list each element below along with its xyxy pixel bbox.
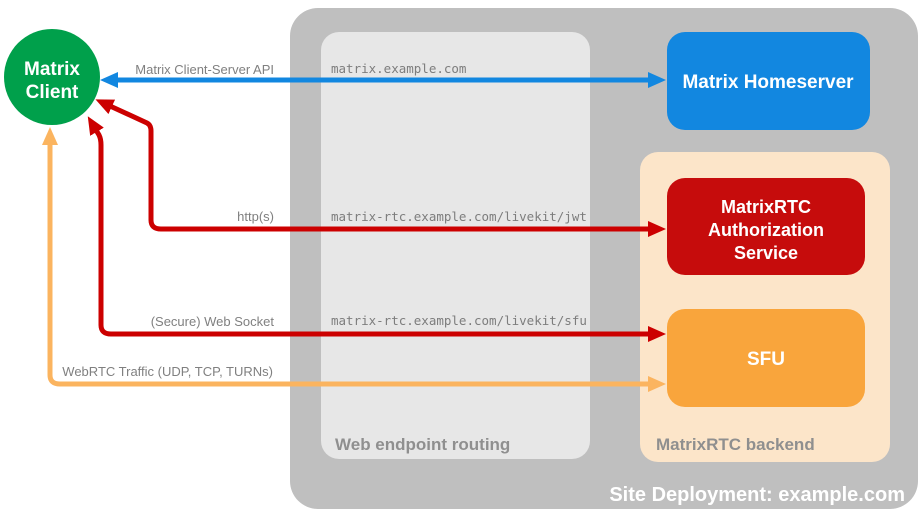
auth-service-node — [667, 178, 865, 275]
endpoint-homeserver: matrix.example.com — [331, 61, 466, 76]
matrix-client-label-line2: Client — [26, 82, 79, 103]
endpoint-sfu: matrix-rtc.example.com/livekit/sfu — [331, 313, 587, 328]
matrixrtc-backend-label: MatrixRTC backend — [656, 435, 815, 454]
matrix-client-node — [4, 29, 100, 125]
web-endpoint-routing-label: Web endpoint routing — [335, 435, 510, 454]
web-endpoint-routing-box — [321, 32, 590, 459]
auth-service-label-line3: Service — [734, 243, 798, 263]
https-label: http(s) — [237, 209, 274, 224]
auth-service-label-line2: Authorization — [708, 220, 824, 240]
client-server-api-label: Matrix Client-Server API — [135, 62, 274, 77]
matrix-homeserver-node — [667, 32, 870, 130]
endpoint-jwt: matrix-rtc.example.com/livekit/jwt — [331, 209, 587, 224]
webrtc-arrow — [42, 127, 666, 392]
sfu-label: SFU — [747, 349, 785, 370]
webrtc-label: WebRTC Traffic (UDP, TCP, TURNs) — [62, 364, 273, 379]
auth-service-label-line1: MatrixRTC — [721, 197, 811, 217]
matrix-client-label-line1: Matrix — [24, 59, 80, 80]
sfu-node — [667, 309, 865, 407]
matrix-homeserver-label: Matrix Homeserver — [682, 72, 854, 93]
websocket-label: (Secure) Web Socket — [151, 314, 275, 329]
site-deployment-title: Site Deployment: example.com — [609, 484, 905, 506]
